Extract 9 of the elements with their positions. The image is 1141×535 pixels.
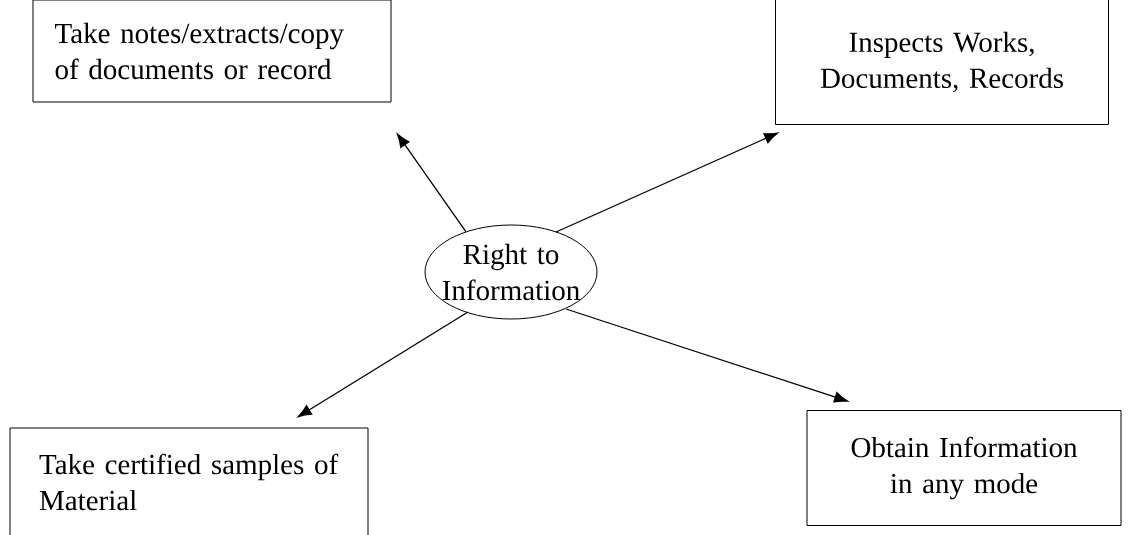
text-box: Take certified samples of Material <box>9 427 369 535</box>
arrow <box>565 308 849 403</box>
ellipse-node: Right to Information <box>424 224 598 320</box>
text-box: Inspects Works, Documents, Records <box>775 0 1109 125</box>
text-box: Obtain Information in any mode <box>806 410 1122 526</box>
text-box: Take notes/extracts/copy of documents or record <box>32 0 392 103</box>
arrow <box>396 133 467 233</box>
arrow <box>297 311 469 418</box>
arrow <box>555 132 779 233</box>
